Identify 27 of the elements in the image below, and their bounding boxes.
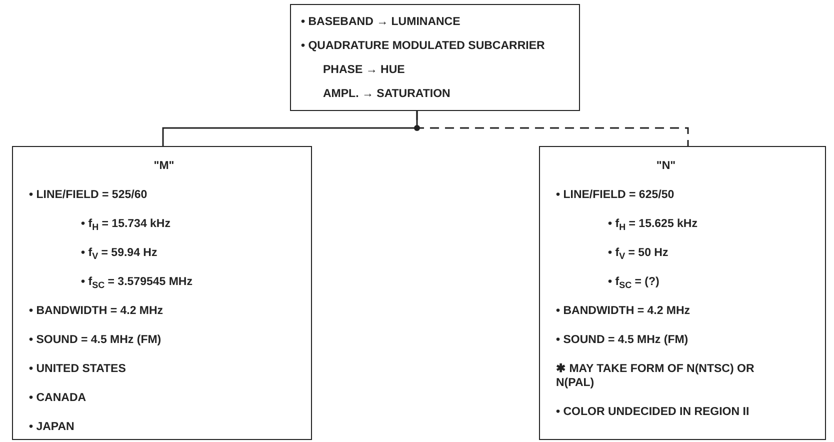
- spec-line: AMPL. → SATURATION: [322, 87, 452, 101]
- spec-line: • SOUND = 4.5 MHz (FM): [556, 333, 690, 347]
- spec-line: • LINE/FIELD = 625/50: [556, 188, 676, 202]
- spec-line: • f$_{H}$ = 15.625 kHz: [607, 217, 698, 231]
- spec-line: PHASE → HUE: [322, 63, 406, 77]
- spec-line: "M": [152, 159, 176, 173]
- spec-line: • UNITED STATES: [29, 362, 127, 376]
- spec-line: • BANDWIDTH = 4.2 MHz: [556, 304, 692, 318]
- text-box: [12, 146, 312, 440]
- spec-line: • SOUND = 4.5 MHz (FM): [29, 333, 162, 347]
- spec-line: • QUADRATURE MODULATED SUBCARRIER: [301, 39, 546, 53]
- text-box: [290, 4, 580, 111]
- spec-line: • LINE/FIELD = 525/60: [29, 188, 148, 202]
- spec-line: • BASEBAND → LUMINANCE: [301, 15, 462, 29]
- spec-line: • f$_{V}$ = 59.94 Hz: [80, 246, 158, 260]
- spec-line: • f$_{SC}$ = (?): [607, 275, 660, 289]
- spec-line: ✱ MAY TAKE FORM OF N(NTSC) OR N(PAL): [556, 362, 756, 390]
- spec-line: • CANADA: [29, 391, 88, 405]
- text-box: [539, 146, 826, 440]
- spec-line: • COLOR UNDECIDED IN REGION II: [556, 405, 750, 419]
- spec-line: • f$_{V}$ = 50 Hz: [607, 246, 670, 260]
- spec-line: • JAPAN: [29, 420, 76, 434]
- spec-line: "N": [655, 159, 677, 173]
- spec-line: • f$_{H}$ = 15.734 kHz: [80, 217, 172, 231]
- connector-line: [416, 111, 689, 146]
- spec-line: • BANDWIDTH = 4.2 MHz: [29, 304, 164, 318]
- spec-line: • f$_{SC}$ = 3.579545 MHz: [80, 275, 194, 289]
